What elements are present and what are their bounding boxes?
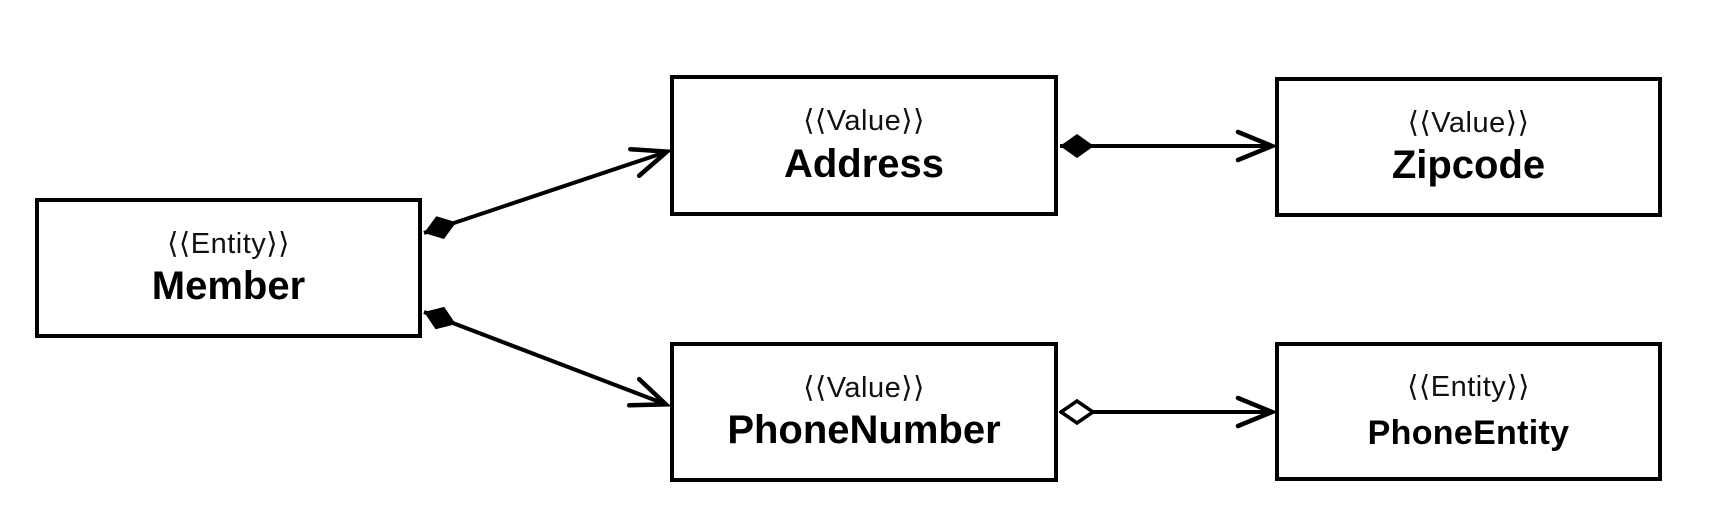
node-phone-number-name: PhoneNumber [727,408,1001,453]
node-phone-number-stereotype: ⟨⟨Value⟩⟩ [803,371,925,404]
edge-member-phonenumber-composition [423,312,665,404]
node-phone-entity: ⟨⟨Entity⟩⟩ PhoneEntity [1275,342,1662,481]
node-address: ⟨⟨Value⟩⟩ Address [670,75,1058,216]
node-member: ⟨⟨Entity⟩⟩ Member [35,198,422,338]
node-phone-number: ⟨⟨Value⟩⟩ PhoneNumber [670,342,1058,482]
node-zipcode-stereotype: ⟨⟨Value⟩⟩ [1407,106,1530,139]
node-zipcode-name: Zipcode [1391,143,1546,188]
node-address-stereotype: ⟨⟨Value⟩⟩ [803,105,925,138]
node-phone-entity-name: PhoneEntity [1367,414,1570,453]
node-phone-entity-stereotype: ⟨⟨Entity⟩⟩ [1407,370,1530,403]
node-member-stereotype: ⟨⟨Entity⟩⟩ [167,227,290,260]
edge-member-address-composition [423,152,666,233]
node-zipcode: ⟨⟨Value⟩⟩ Zipcode [1275,77,1662,217]
node-address-name: Address [783,141,945,186]
node-member-name: Member [151,264,306,309]
